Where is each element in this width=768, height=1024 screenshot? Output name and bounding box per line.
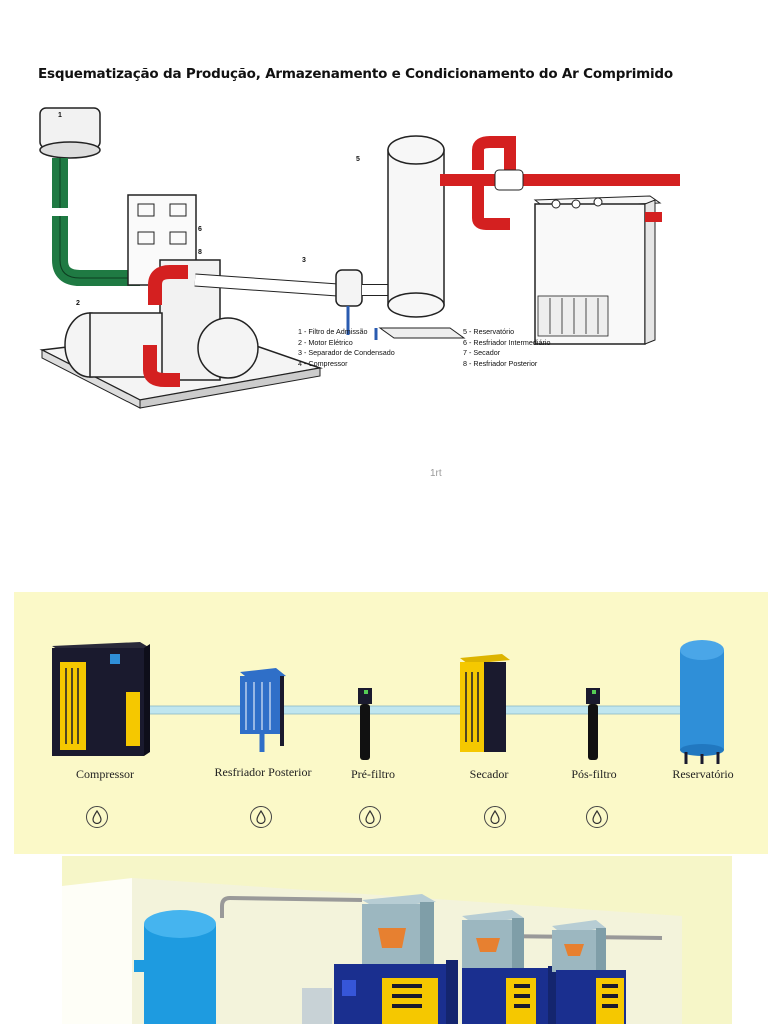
diagram-number-2: 2 (76, 300, 80, 307)
legend-item: 4 - Compressor (298, 358, 348, 368)
drop-icon (250, 806, 272, 828)
stage-label-post-filter: Pós-filtro (571, 767, 617, 781)
legend-item: 7 - Secador (463, 348, 501, 357)
drop-icon (86, 806, 108, 828)
legend-item: 8 - Resfriador Posterior (463, 358, 538, 368)
drop-icon (484, 806, 506, 828)
equipment-illustration (52, 640, 724, 764)
legend-item: 1 - Filtro de Admissão (298, 327, 368, 336)
compressor-room-graphic (62, 878, 682, 1024)
compressed-air-schematic (39, 107, 680, 409)
diagram-number-8: 8 (198, 249, 202, 256)
drop-icon (359, 806, 381, 828)
diagram-number-6: 6 (198, 226, 202, 233)
stage-label-dryer: Secador (469, 767, 509, 781)
legend-left: 1 - Filtro de Admissão 2 - Motor Elétric… (298, 327, 395, 369)
diagram-number-5: 5 (356, 156, 360, 163)
diagram-number-3: 3 (302, 257, 306, 264)
stage-label-pre-filter: Pré-filtro (351, 767, 395, 781)
air-treatment-line-diagram: Compressor Resfriador Posterior Pré-filt… (14, 592, 768, 854)
legend-item: 2 - Motor Elétrico (298, 337, 353, 347)
drop-icon (586, 806, 608, 828)
legend-item: 5 - Reservatório (463, 327, 515, 336)
stage-label-compressor: Compressor (76, 767, 134, 781)
stage-label-aftercooler: Resfriador Posterior (214, 765, 312, 779)
page-title: Esquematização da Produção, Armazenament… (38, 66, 673, 82)
legend-item: 6 - Resfriador Intermediário (463, 337, 551, 347)
page-mark: 1rt (430, 468, 442, 479)
legend-item: 3 - Separador de Condensado (298, 348, 395, 357)
stage-label-reservoir: Reservatório (672, 767, 734, 781)
compressor-room-illustration (62, 856, 732, 1024)
diagram-number-1: 1 (58, 112, 62, 119)
legend-right: 5 - Reservatório 6 - Resfriador Intermed… (463, 327, 550, 369)
